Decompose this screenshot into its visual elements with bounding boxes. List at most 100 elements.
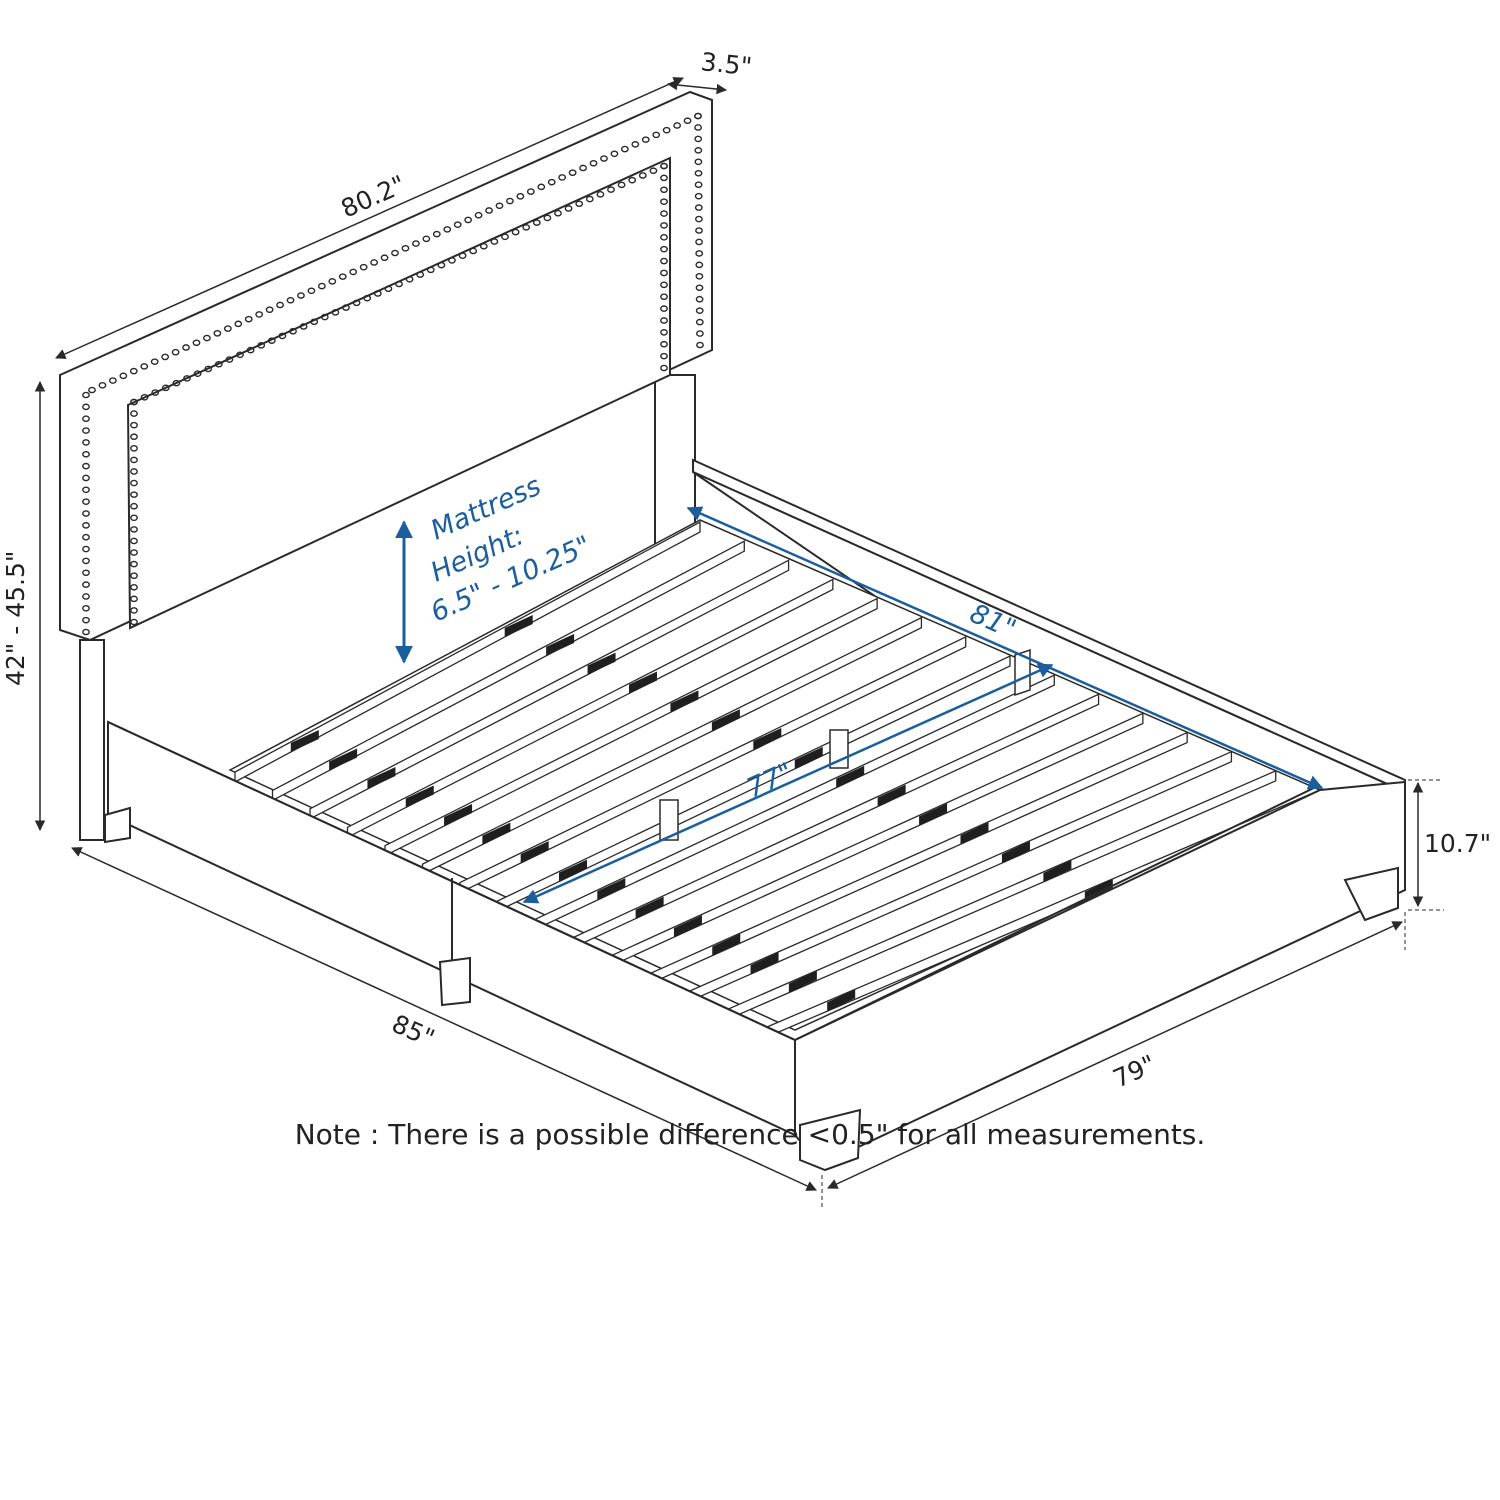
nailhead-stud — [82, 450, 90, 458]
slat-block — [546, 633, 575, 656]
nailhead-stud — [82, 498, 90, 505]
nailhead-stud — [660, 364, 668, 372]
nailhead-stud — [130, 421, 138, 429]
nailhead-stud — [214, 360, 223, 368]
headboard-height-dimension: 42" - 45.5" — [1, 380, 46, 832]
slat-block — [367, 767, 396, 790]
headboard-width-label: 80.2" — [337, 170, 410, 224]
headboard-depth-label: 3.5" — [699, 47, 753, 81]
nailhead-stud — [695, 295, 704, 303]
nailhead-stud — [130, 583, 138, 591]
nailhead-stud — [130, 410, 138, 417]
frame-height-label: 10.7" — [1424, 829, 1491, 858]
nailhead-stud — [129, 367, 138, 375]
nailhead-stud — [695, 284, 704, 292]
nailhead-stud — [695, 261, 704, 269]
nailhead-stud — [683, 117, 692, 125]
nailhead-stud — [82, 569, 90, 577]
nailhead-stud — [694, 112, 702, 120]
nailhead-stud — [695, 307, 704, 314]
frame-length-label: 85" — [388, 1009, 439, 1053]
slat-block — [329, 748, 358, 771]
nailhead-stud — [82, 605, 90, 612]
nailhead-stud — [82, 557, 90, 565]
nailhead-stud — [88, 386, 96, 394]
nailhead-stud — [694, 192, 703, 200]
nailhead-stud — [130, 595, 138, 603]
nailhead-stud — [130, 456, 138, 464]
nailhead-stud — [694, 135, 703, 143]
nailhead-stud — [694, 158, 703, 166]
nailhead-stud — [193, 370, 202, 377]
headboard-left-leg — [79, 639, 105, 841]
nailhead-stud — [108, 377, 117, 384]
nailhead-stud — [82, 593, 90, 600]
nailhead-stud — [130, 433, 138, 441]
slat-block — [482, 822, 511, 845]
nailhead-stud — [696, 330, 704, 337]
nailhead-stud — [130, 607, 138, 614]
nailhead-stud — [130, 502, 138, 510]
nailhead-stud — [161, 384, 170, 392]
nailhead-stud — [82, 415, 90, 423]
nailhead-stud — [98, 381, 107, 389]
nailhead-stud — [696, 341, 704, 349]
slat-block — [290, 730, 319, 752]
nailhead-stud — [82, 391, 90, 399]
nailhead-stud — [130, 526, 138, 533]
nailhead-stud — [695, 272, 704, 280]
measurement-note: Note : There is a possible difference <0… — [294, 1118, 1206, 1151]
nailhead-stud — [130, 468, 138, 475]
nailhead-stud — [694, 181, 703, 188]
nailhead-stud — [82, 427, 90, 434]
nailhead-stud — [119, 372, 128, 380]
nailhead-stud — [82, 439, 90, 446]
nailhead-stud — [82, 628, 90, 636]
nailhead-stud — [82, 474, 90, 482]
frame-width-label: 79" — [1109, 1049, 1160, 1093]
headboard-height-label: 42" - 45.5" — [1, 551, 30, 686]
nailhead-stud — [130, 549, 138, 556]
nailhead-stud — [130, 618, 138, 626]
nailhead-stud — [130, 560, 138, 568]
nailhead-stud — [82, 533, 90, 541]
nailhead-stud — [82, 403, 90, 411]
nailhead-stud — [204, 365, 213, 373]
leg-middle-left — [438, 956, 471, 1007]
nailhead-stud — [694, 124, 702, 131]
nailhead-stud — [183, 375, 191, 382]
nailhead-stud — [130, 491, 138, 498]
nailhead-stud — [130, 398, 138, 406]
slat-block — [444, 804, 473, 827]
nailhead-stud — [130, 537, 138, 545]
nailhead-stud — [130, 479, 138, 487]
nailhead-stud — [140, 363, 149, 370]
nailhead-stud — [82, 581, 90, 588]
nailhead-stud — [695, 238, 703, 246]
nailhead-stud — [694, 147, 703, 154]
slat-block — [504, 615, 533, 637]
nailhead-stud — [695, 215, 703, 223]
nailhead-stud — [82, 510, 90, 517]
nailhead-stud — [82, 545, 90, 553]
leg-head-left — [104, 806, 131, 844]
nailhead-stud — [695, 227, 703, 234]
nailhead-stud — [150, 358, 159, 365]
headboard-right-leg — [654, 374, 696, 546]
nailhead-stud — [695, 250, 704, 257]
nailhead-stud — [82, 486, 90, 494]
nailhead-stud — [151, 389, 160, 396]
slat-block — [405, 785, 434, 808]
nailhead-stud — [172, 379, 181, 387]
nailhead-stud — [130, 445, 138, 452]
leg-foot-right — [1343, 866, 1399, 922]
frame-height-dimension: 10.7" — [1408, 779, 1491, 911]
nailhead-stud — [140, 393, 149, 401]
nailhead-stud — [82, 522, 90, 529]
nailhead-stud — [695, 318, 704, 326]
nailhead-stud — [694, 169, 703, 177]
nailhead-stud — [82, 616, 90, 624]
nailhead-stud — [694, 204, 703, 211]
headboard-depth-dimension: 3.5" — [666, 47, 753, 95]
